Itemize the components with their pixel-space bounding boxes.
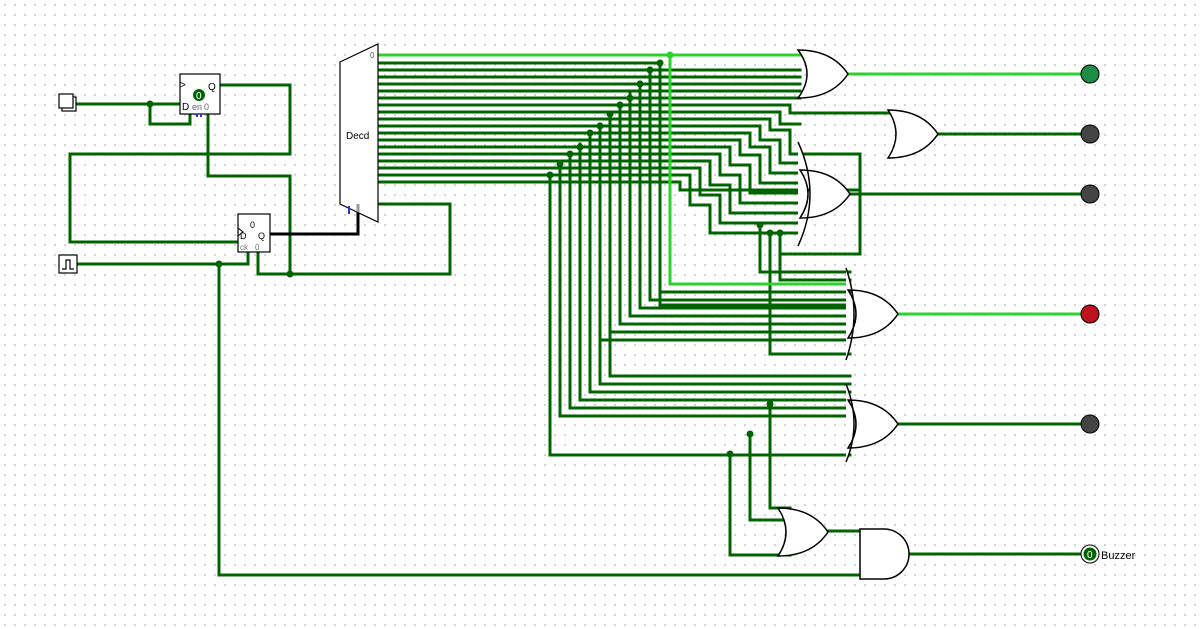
buzzer-label: Buzzer (1101, 550, 1136, 562)
or-gate-icon[interactable] (796, 49, 849, 99)
led-3 (1080, 184, 1100, 204)
flipflop-a-en-value: 0 (204, 102, 209, 112)
flipflop-a-d-label: D (182, 102, 189, 113)
led-2 (1080, 124, 1100, 144)
flipflop-a-q-label: Q (208, 82, 216, 93)
flipflop-a-en-label: en (192, 102, 202, 112)
clock-icon[interactable] (58, 254, 78, 274)
buzzer-state: 0 (1087, 550, 1093, 561)
led-icon (1080, 64, 1100, 84)
wires-high (376, 53, 1092, 316)
buzzer-output[interactable]: 0 Buzzer (1080, 544, 1136, 564)
decoder-output0-label: 0 (370, 51, 375, 60)
wire-junction-high (666, 51, 674, 59)
flipflop-a-state-dot (193, 89, 205, 101)
or-gate-icon[interactable] (886, 109, 939, 159)
led-icon (1080, 414, 1100, 434)
or-gate-icon[interactable] (797, 141, 851, 247)
decoder[interactable]: Decd 0 (339, 43, 379, 223)
flipflop-a-state: 0 (196, 91, 202, 102)
flipflop-b-d-label: D (240, 231, 247, 241)
buzzer-pin-inner (1083, 547, 1097, 561)
flipflop-b-clock-mark (237, 227, 244, 237)
flipflop-b-top-value: 0 (250, 220, 255, 230)
flipflop-b-q-label: Q (258, 231, 265, 241)
led-icon (1080, 304, 1100, 324)
led-4 (1080, 304, 1100, 324)
or-gate-icon[interactable] (776, 507, 829, 557)
flipflop-a[interactable]: > Q D 0 en 0 (179, 73, 221, 117)
flipflop-b[interactable]: 0 D Q ck 0 (237, 213, 271, 253)
led-icon (1080, 124, 1100, 144)
flipflop-a-clock-mark: > (180, 80, 186, 91)
decoder-label: Decd (346, 131, 369, 142)
led-1 (1080, 64, 1100, 84)
wires-bus (270, 210, 360, 236)
flipflop-b-clk-value: 0 (255, 243, 260, 252)
flipflop-b-clk-label: ck (240, 243, 249, 252)
flipflop-a-pin-mark (196, 114, 202, 117)
led-icon (1080, 184, 1100, 204)
wire-junctions (146, 59, 784, 458)
wires-low (68, 61, 1092, 577)
led-5 (1080, 414, 1100, 434)
and-gate-icon[interactable] (859, 528, 910, 580)
input-button-icon[interactable] (58, 93, 77, 112)
or-gate-icon[interactable] (845, 383, 899, 463)
or-gate-icon[interactable] (845, 267, 899, 361)
